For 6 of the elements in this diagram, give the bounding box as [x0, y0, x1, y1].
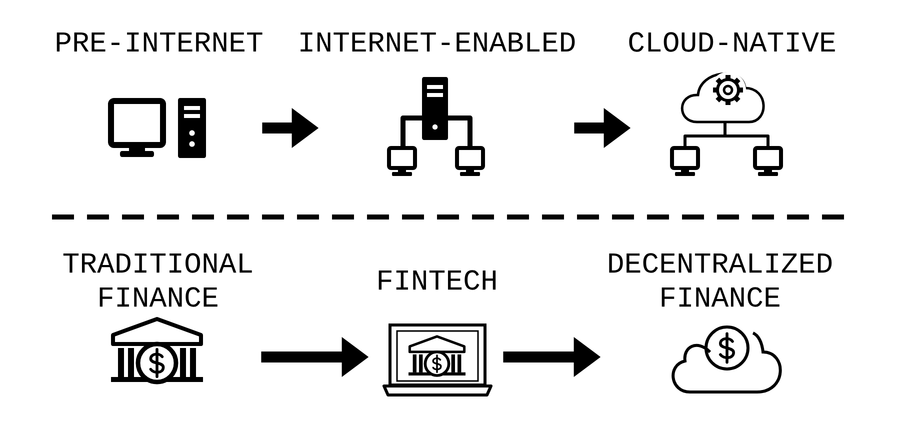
heading: INTERNET-ENABLED	[300, 32, 575, 52]
heading: TRADITIONAL FINANCE	[63, 253, 252, 307]
heading: CLOUD-NATIVE	[629, 32, 835, 52]
heading: DECENTRALIZED FINANCE	[609, 253, 832, 307]
heading: FINTECH	[378, 270, 496, 290]
heading: PRE-INTERNET	[56, 32, 262, 52]
